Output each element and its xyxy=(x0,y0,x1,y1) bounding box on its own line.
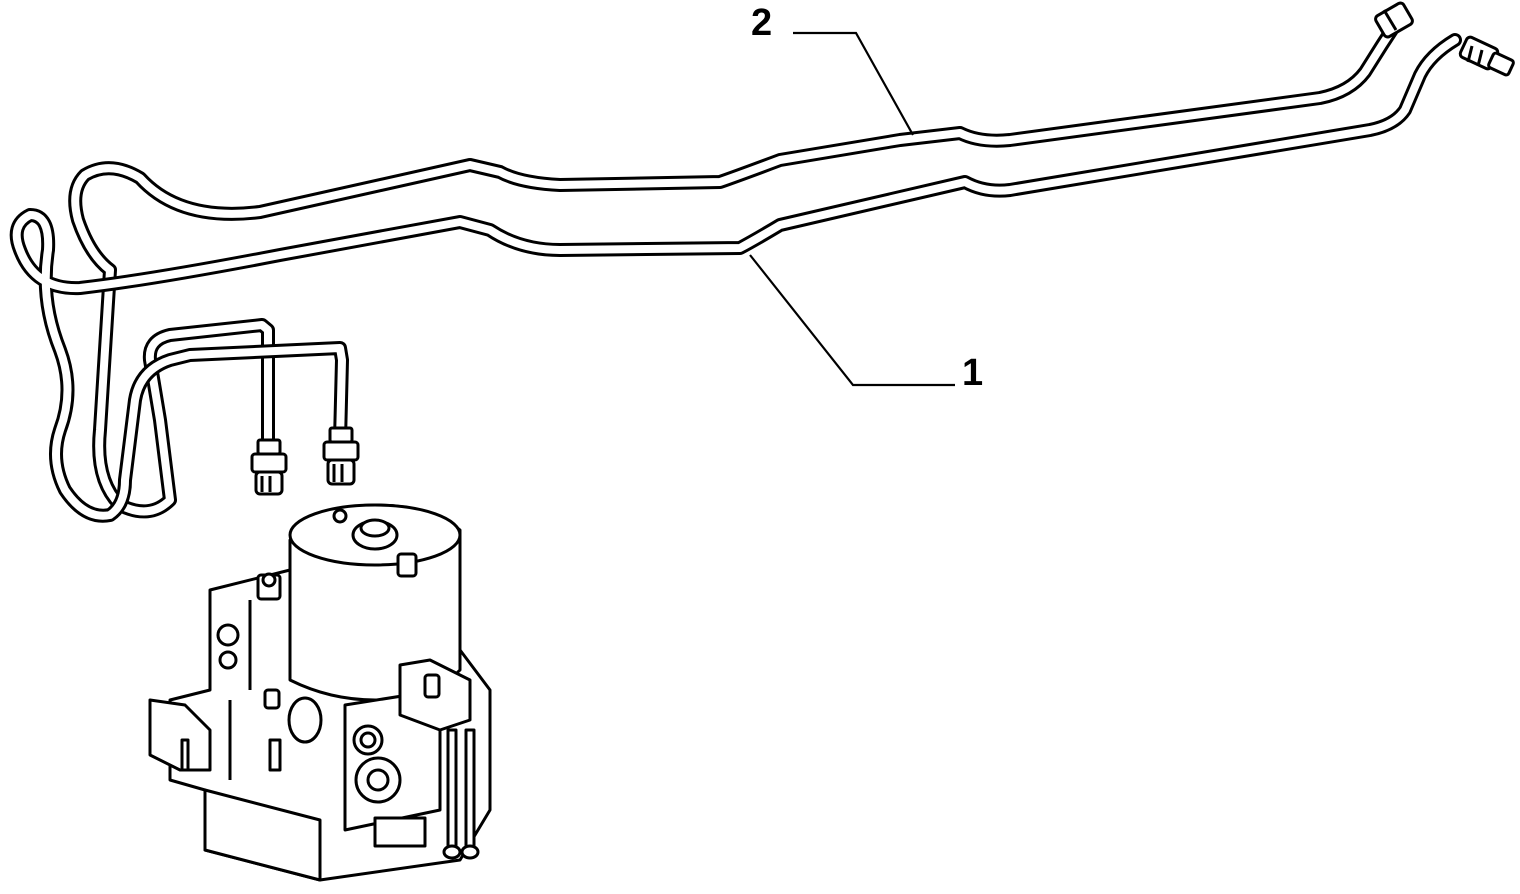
callout-2: 2 xyxy=(751,2,773,44)
pipe-1 xyxy=(9,33,1462,523)
leader-lines xyxy=(749,31,955,387)
leader-line-1 xyxy=(749,254,955,387)
hydraulic-unit xyxy=(148,503,492,882)
leader-line-2 xyxy=(793,31,914,136)
right-end-fittings xyxy=(1374,1,1515,77)
pipe-2 xyxy=(68,18,1402,519)
left-end-fittings xyxy=(250,426,360,496)
callout-1: 1 xyxy=(962,352,984,394)
